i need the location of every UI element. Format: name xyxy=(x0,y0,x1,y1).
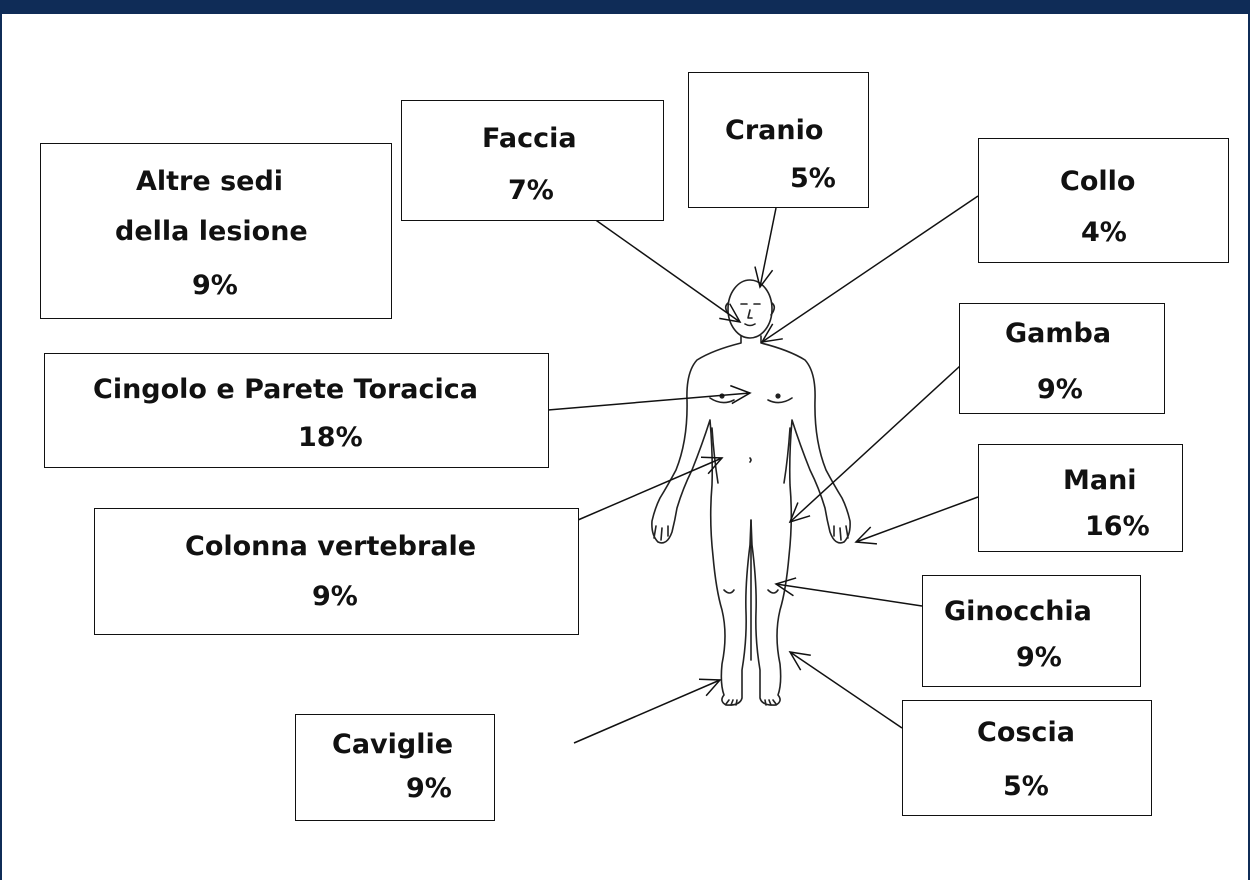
label-mani-pct: 16% xyxy=(1085,511,1150,542)
label-box-faccia: Faccia 7% xyxy=(401,100,664,221)
label-faccia-name: Faccia xyxy=(482,123,577,154)
arrow-coscia xyxy=(788,651,903,729)
label-gamba-pct: 9% xyxy=(1037,374,1083,405)
arrow-caviglie xyxy=(573,678,722,744)
label-coscia-pct: 5% xyxy=(1003,771,1049,802)
label-collo-pct: 4% xyxy=(1081,217,1127,248)
label-coscia-name: Coscia xyxy=(977,717,1075,748)
label-box-cingolo: Cingolo e Parete Toracica 18% xyxy=(44,353,549,468)
arrow-gamba xyxy=(788,365,961,524)
label-box-cranio: Cranio 5% xyxy=(688,72,869,208)
label-cranio-name: Cranio xyxy=(725,115,824,146)
label-gamba-name: Gamba xyxy=(1005,318,1112,349)
label-box-gamba: Gamba 9% xyxy=(959,303,1165,414)
label-faccia-pct: 7% xyxy=(508,175,554,206)
arrow-colonna xyxy=(577,456,724,521)
label-box-colonna: Colonna vertebrale 9% xyxy=(94,508,579,635)
label-box-caviglie: Caviglie 9% xyxy=(295,714,495,821)
label-collo-name: Collo xyxy=(1060,166,1136,197)
top-bar xyxy=(0,0,1250,14)
arrow-faccia xyxy=(589,215,742,324)
label-box-ginocchia: Ginocchia 9% xyxy=(922,575,1141,687)
label-cingolo-pct: 18% xyxy=(298,422,363,453)
label-cingolo-name: Cingolo e Parete Toracica xyxy=(93,374,479,405)
arrow-cranio xyxy=(754,207,777,289)
label-ginocchia-pct: 9% xyxy=(1016,642,1062,673)
arrow-mani xyxy=(854,496,979,545)
label-altre-pct: 9% xyxy=(192,270,238,301)
label-box-collo: Collo 4% xyxy=(978,138,1229,263)
arrow-ginocchia xyxy=(774,577,923,607)
label-ginocchia-name: Ginocchia xyxy=(944,596,1092,627)
arrow-cingolo xyxy=(547,384,752,411)
label-box-mani: Mani 16% xyxy=(978,444,1183,552)
label-colonna-pct: 9% xyxy=(312,581,358,612)
label-caviglie-name: Caviglie xyxy=(332,729,454,760)
label-altre-line1: Altre sedi xyxy=(136,166,284,197)
arrow-collo xyxy=(760,195,979,343)
label-mani-name: Mani xyxy=(1063,465,1137,496)
label-box-coscia: Coscia 5% xyxy=(902,700,1152,816)
label-box-altre-sedi: Altre sedi della lesione 9% xyxy=(40,143,392,319)
label-cranio-pct: 5% xyxy=(790,163,836,194)
label-colonna-name: Colonna vertebrale xyxy=(185,531,477,562)
human-figure xyxy=(651,279,851,706)
label-caviglie-pct: 9% xyxy=(406,773,452,804)
label-altre-line2: della lesione xyxy=(115,216,308,247)
